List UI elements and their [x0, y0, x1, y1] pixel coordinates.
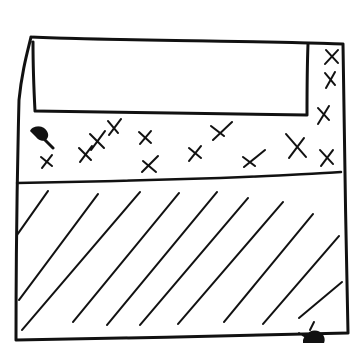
- cross-mark: [320, 150, 333, 166]
- cross-mark: [325, 72, 335, 88]
- cross-mark: [318, 106, 329, 124]
- cross-mark: [211, 122, 232, 140]
- cross-mark: [108, 119, 121, 135]
- cross-mark: [189, 146, 201, 161]
- cross-mark: [286, 134, 306, 158]
- hatched-bottom-region: [17, 191, 342, 330]
- right-cross-column: [318, 50, 338, 124]
- pushpin-icon: [30, 126, 53, 148]
- cross-mark: [243, 150, 265, 167]
- cross-band: [41, 119, 333, 172]
- cross-mark: [79, 146, 92, 162]
- blank-top-region: [33, 42, 308, 115]
- cross-mark: [90, 131, 105, 150]
- cross-mark: [325, 50, 338, 64]
- cross-mark: [142, 156, 158, 172]
- cross-mark: [41, 155, 52, 168]
- band-divider: [17, 172, 341, 183]
- outer-frame: [16, 37, 348, 340]
- cross-mark: [139, 131, 151, 144]
